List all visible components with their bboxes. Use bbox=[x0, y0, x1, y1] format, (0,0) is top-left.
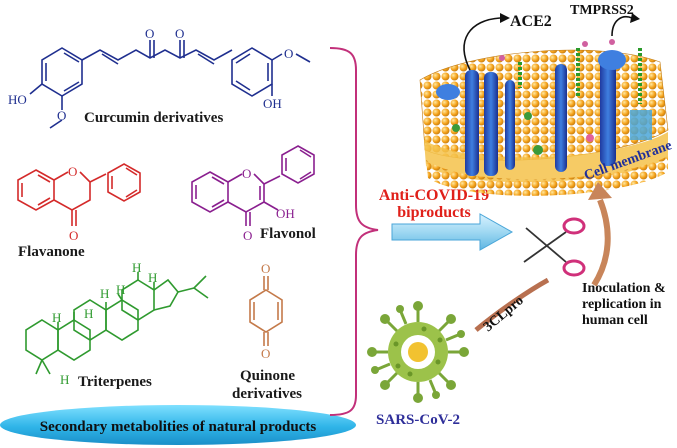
tmprss2-label: TMPRSS2 bbox=[570, 3, 634, 18]
flavonol-oh: OH bbox=[276, 206, 295, 221]
anti-covid-label: Anti-COVID-19 bbox=[379, 187, 489, 204]
triterpenes-label: Triterpenes bbox=[78, 374, 152, 390]
flavanone-o1: O bbox=[68, 164, 77, 179]
triterpene-h2: H bbox=[84, 306, 93, 321]
flavonol-o2: O bbox=[243, 228, 252, 243]
triterpene-h1: H bbox=[52, 310, 61, 325]
triterpene-h4: H bbox=[116, 282, 125, 297]
curcumin-o1: O bbox=[145, 26, 154, 41]
curly-brace bbox=[329, 47, 379, 416]
triterpene-hydrogens: H H H H H H H bbox=[52, 260, 157, 387]
triterpene-h7: H bbox=[60, 372, 69, 387]
tmprss2-arrow bbox=[611, 16, 633, 37]
entry-arrowhead bbox=[588, 182, 612, 200]
flavonol-o1: O bbox=[242, 166, 251, 181]
curcumin-atom-labels: O O HO O O OH bbox=[8, 26, 293, 123]
curcumin-ho: HO bbox=[8, 92, 27, 107]
biproducts-label: biproducts bbox=[397, 204, 471, 221]
triterpene-h5: H bbox=[132, 260, 141, 275]
protease-arrow bbox=[474, 277, 550, 332]
curcumin-oh: OH bbox=[263, 96, 282, 111]
banner-text: Secondary metabolities of natural produc… bbox=[40, 419, 317, 435]
ace2-arrow bbox=[463, 17, 501, 71]
quinone-o2: O bbox=[261, 346, 270, 361]
flavonol-structure bbox=[191, 145, 315, 226]
ace2-arrowhead bbox=[500, 13, 510, 23]
inoculation-label-2: replication in bbox=[582, 297, 662, 312]
triterpene-structure bbox=[25, 272, 209, 375]
quinone-label-2: derivatives bbox=[232, 386, 302, 402]
curcumin-o3: O bbox=[57, 108, 66, 123]
quinone-o1: O bbox=[261, 261, 270, 276]
virus-label: SARS-CoV-2 bbox=[376, 412, 460, 428]
flavanone-label: Flavanone bbox=[18, 244, 85, 260]
triterpene-h3: H bbox=[100, 286, 109, 301]
flavonol-label: Flavonol bbox=[260, 226, 316, 242]
banner-ellipse bbox=[0, 405, 356, 445]
flavanone-o2: O bbox=[69, 228, 78, 243]
curcumin-o4: O bbox=[284, 46, 293, 61]
protease-label: 3CLpro bbox=[481, 293, 527, 335]
scissors-icon bbox=[523, 217, 586, 277]
ace2-label: ACE2 bbox=[510, 13, 552, 30]
triterpene-h6: H bbox=[148, 270, 157, 285]
cell-membrane-illustration bbox=[419, 39, 669, 196]
entry-curved-arrow bbox=[591, 198, 611, 287]
tmprss2-arrowhead bbox=[630, 13, 640, 23]
anti-covid-arrow bbox=[391, 213, 514, 251]
curcumin-label: Curcumin derivatives bbox=[84, 110, 223, 126]
inoculation-label-3: human cell bbox=[582, 313, 648, 328]
inoculation-label-1: Inoculation & bbox=[582, 281, 666, 296]
quinone-label-1: Quinone bbox=[240, 368, 295, 384]
quinone-structure bbox=[249, 276, 283, 346]
flavanone-structure bbox=[17, 163, 141, 226]
virus-icon bbox=[367, 301, 469, 403]
curcumin-structure bbox=[29, 40, 311, 129]
curcumin-o2: O bbox=[175, 26, 184, 41]
